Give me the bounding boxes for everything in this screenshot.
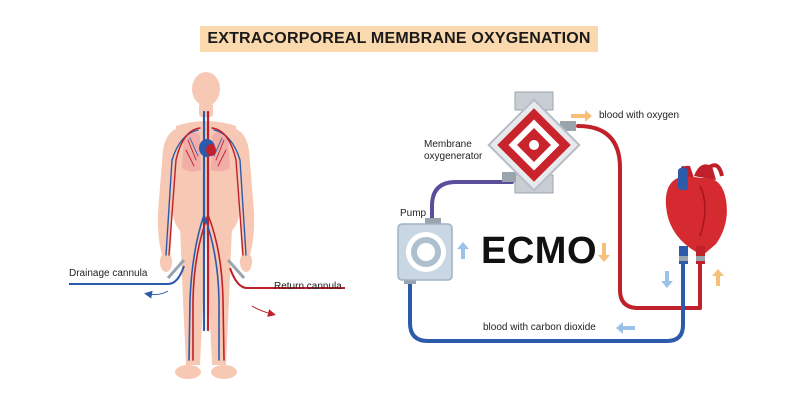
blood-co2-label: blood with carbon dioxide (483, 322, 596, 333)
human-body-icon (69, 72, 345, 379)
arrow-right-orange-icon (571, 110, 592, 122)
drainage-cannula-label: Drainage cannula (69, 268, 148, 279)
title-banner: EXTRACORPOREAL MEMBRANE OXYGENATION (200, 26, 598, 52)
flow-arrows (457, 110, 724, 334)
blood-oxygen-label: blood with oxygen (599, 110, 680, 121)
heart-icon (665, 163, 727, 264)
ecmo-label: ECMO (481, 230, 597, 272)
membrane-label-line1: Membrane (424, 139, 472, 150)
arrow-down-blue-icon (661, 271, 673, 288)
page-title: EXTRACORPOREAL MEMBRANE OXYGENATION (207, 30, 591, 47)
membrane-oxygenator-icon (487, 91, 581, 194)
arrow-up-blue-icon (457, 242, 469, 259)
arrow-up-orange-icon (712, 269, 724, 286)
return-cannula-label: Return cannula (274, 281, 342, 292)
pump-icon (397, 218, 453, 284)
arrow-left-blue-icon (616, 322, 635, 334)
arrow-down-orange-icon (598, 243, 610, 262)
pump-label: Pump (400, 208, 427, 219)
membrane-label-line2: oxygenerator (424, 151, 483, 162)
